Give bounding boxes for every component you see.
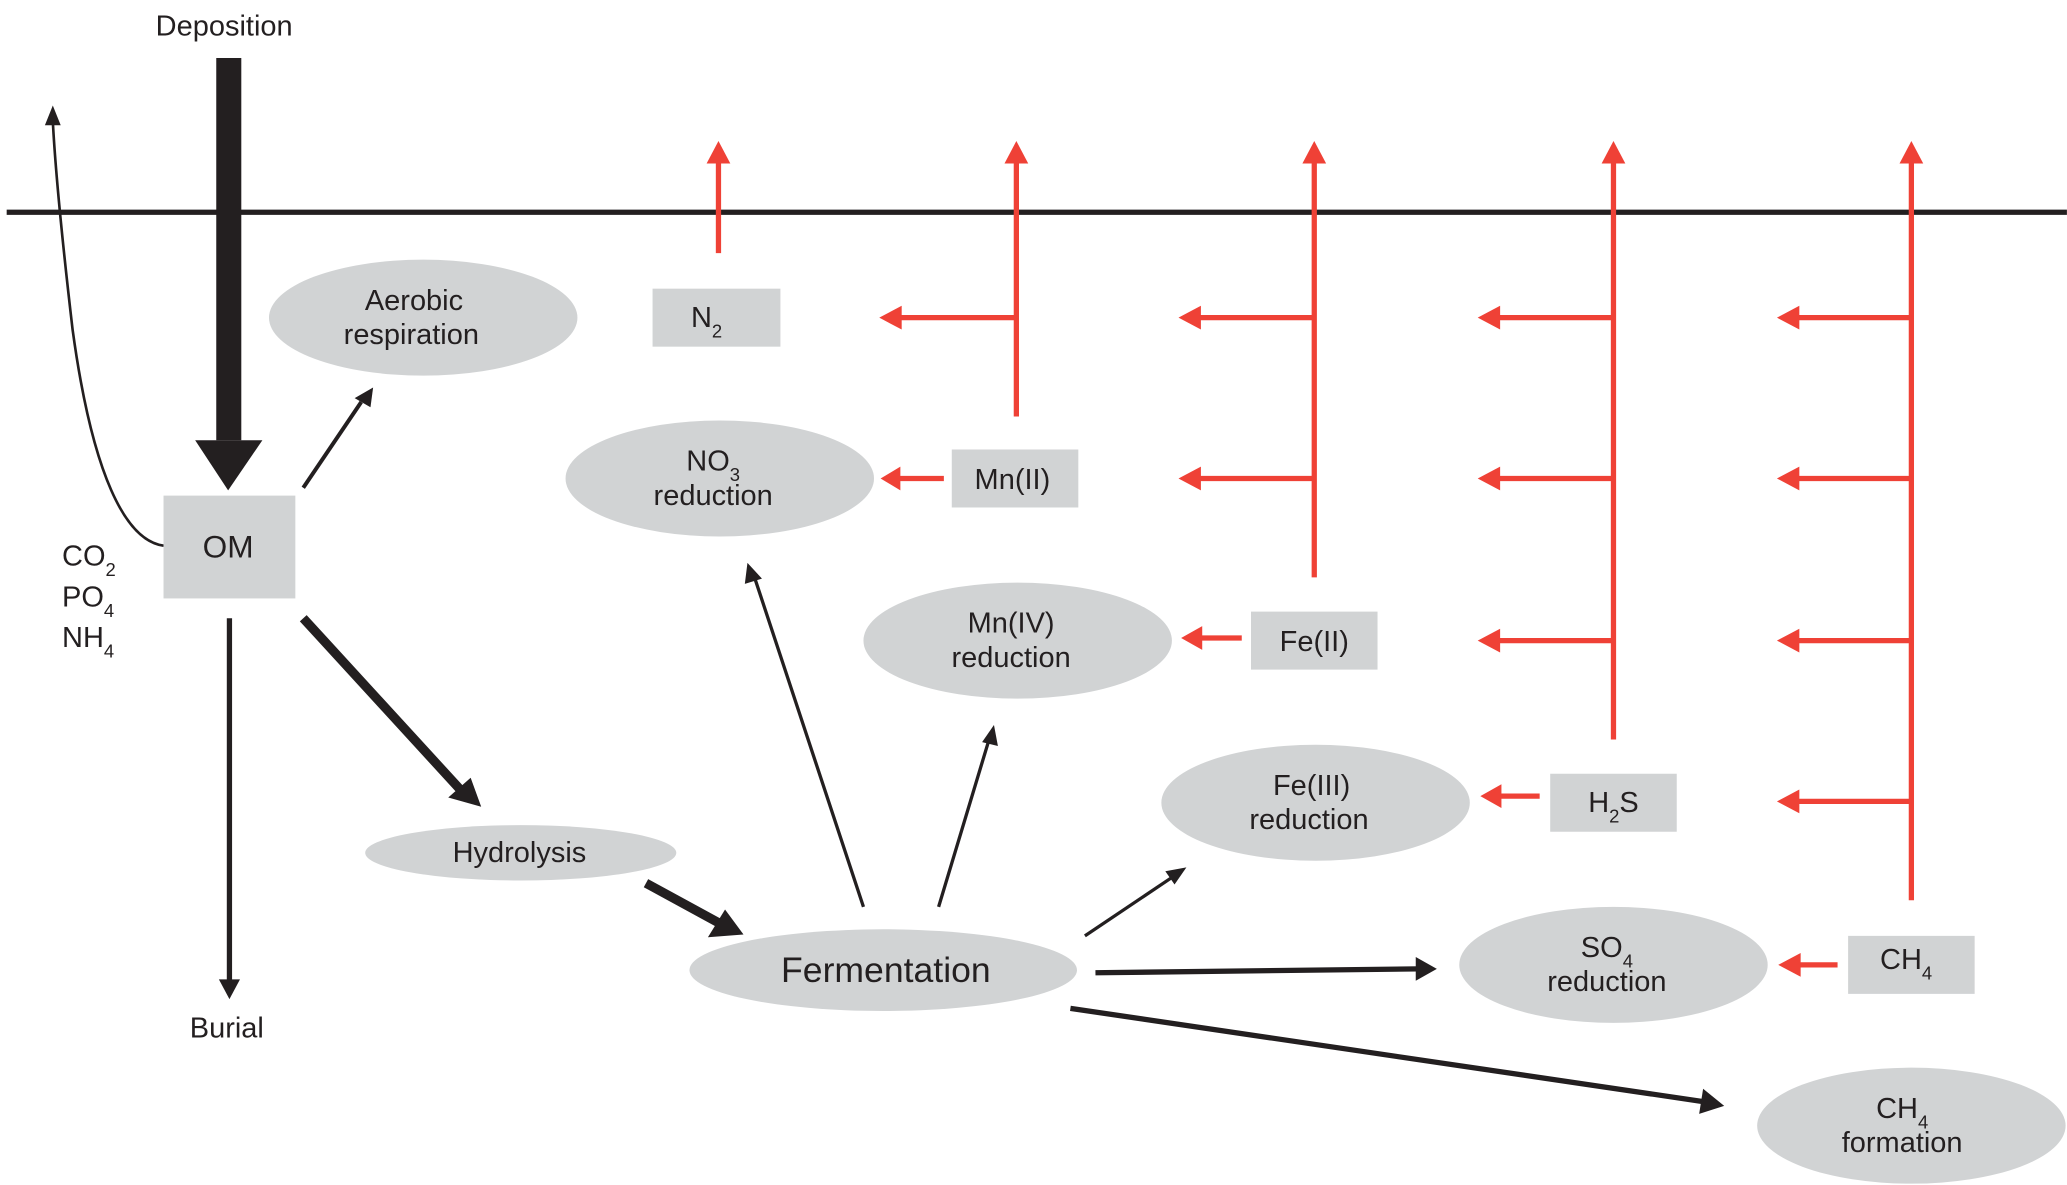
mn4-reduction-node[interactable] xyxy=(863,582,1172,699)
co2-label: CO2 xyxy=(62,540,116,580)
no3-reduction-node[interactable] xyxy=(565,420,875,537)
n2-product-box[interactable] xyxy=(652,288,781,347)
h2s-n2-level-arrowhead xyxy=(1477,305,1501,330)
deposition-label: Deposition xyxy=(156,11,293,43)
fermentation-to-mn4-arrow xyxy=(937,740,991,908)
nh4-label: NH4 xyxy=(62,622,114,662)
fermentation-to-no3-arrowhead xyxy=(744,562,762,584)
fe2-product-box[interactable] xyxy=(1250,611,1378,670)
om-box[interactable] xyxy=(163,495,296,599)
h2s-to-fe3-arrowhead xyxy=(1480,784,1502,809)
fermentation-to-so4-arrow xyxy=(1095,966,1419,976)
om-to-aerobic-arrow xyxy=(301,400,363,489)
ch4-to-so4-arrowhead xyxy=(1778,953,1801,977)
ch4-n2-level-arrowhead xyxy=(1776,305,1800,330)
om-label: OM xyxy=(203,529,254,565)
hydrolysis-to-fermentation-arrowhead xyxy=(707,909,744,938)
mn2-n2-level-arrowhead xyxy=(879,305,902,330)
deposition-arrow-shaft xyxy=(216,57,242,441)
fermentation-to-ch4-formation-arrowhead xyxy=(1699,1088,1725,1114)
h2s-mn2-level-arrowhead xyxy=(1477,466,1501,491)
h2s-label: H2S xyxy=(1588,787,1639,827)
n2-efflux-arrowhead xyxy=(706,141,731,164)
ch4-product-box[interactable] xyxy=(1848,935,1975,994)
ch4-efflux-arrowhead xyxy=(1899,141,1924,164)
mn2-product-box[interactable] xyxy=(951,449,1079,508)
h2s-efflux-arrowhead xyxy=(1601,141,1626,164)
fe2-efflux-arrowhead xyxy=(1302,141,1327,164)
ch4-h2s-level-arrowhead xyxy=(1776,789,1800,814)
burial-label: Burial xyxy=(190,1012,264,1044)
fermentation-to-fe3-arrowhead xyxy=(1165,867,1187,885)
om-to-hydrolysis-arrow xyxy=(299,615,465,794)
fermentation-to-no3-arrow xyxy=(753,579,866,908)
fe2-mn2-level-arrowhead xyxy=(1178,466,1201,491)
hydrolysis-node[interactable] xyxy=(365,825,677,881)
fermentation-to-fe3-arrow xyxy=(1083,875,1175,938)
fermentation-label: Fermentation xyxy=(781,950,991,990)
so4-reduction-node[interactable] xyxy=(1459,906,1768,1023)
om-to-hydrolysis-arrowhead xyxy=(448,777,482,807)
fermentation-node[interactable] xyxy=(689,929,1077,1012)
hydrolysis-label: Hydrolysis xyxy=(453,837,587,869)
fe2-label: Fe(II) xyxy=(1280,626,1349,658)
efflux-arrowhead xyxy=(44,105,61,126)
aerobic-respiration-node[interactable] xyxy=(268,259,578,376)
h2s-fe2-level-arrowhead xyxy=(1477,628,1501,653)
fermentation-to-ch4-formation-arrow xyxy=(1070,1005,1707,1105)
ch4-label: CH4 xyxy=(1880,944,1932,984)
burial-arrowhead xyxy=(218,979,240,1000)
h2s-product-box[interactable] xyxy=(1550,773,1677,832)
fe2-to-mn4-arrowhead xyxy=(1181,626,1203,650)
fermentation-to-so4-arrowhead xyxy=(1415,956,1437,981)
fe3-reduction-node[interactable] xyxy=(1161,744,1470,861)
po4-label: PO4 xyxy=(62,581,114,621)
hydrolysis-to-fermentation-arrow xyxy=(643,879,721,927)
n2-label: N2 xyxy=(691,302,722,342)
mn2-label: Mn(II) xyxy=(975,464,1051,496)
fe2-n2-level-arrowhead xyxy=(1178,305,1201,330)
deposition-arrow-head xyxy=(195,440,263,491)
efflux-curve-arrow xyxy=(51,121,164,548)
fe3-reduction-label: Fe(III)reduction xyxy=(1249,770,1368,836)
ch4-formation-node[interactable] xyxy=(1757,1067,2066,1184)
fermentation-to-mn4-arrowhead xyxy=(982,724,998,747)
mn2-to-no3-arrowhead xyxy=(880,466,901,491)
om-to-aerobic-arrowhead xyxy=(354,387,374,408)
mn4-reduction-label: Mn(IV)reduction xyxy=(951,608,1070,674)
mn2-efflux-arrowhead xyxy=(1004,141,1029,164)
ch4-fe2-level-arrowhead xyxy=(1776,628,1800,653)
ch4-mn2-level-arrowhead xyxy=(1776,466,1800,491)
